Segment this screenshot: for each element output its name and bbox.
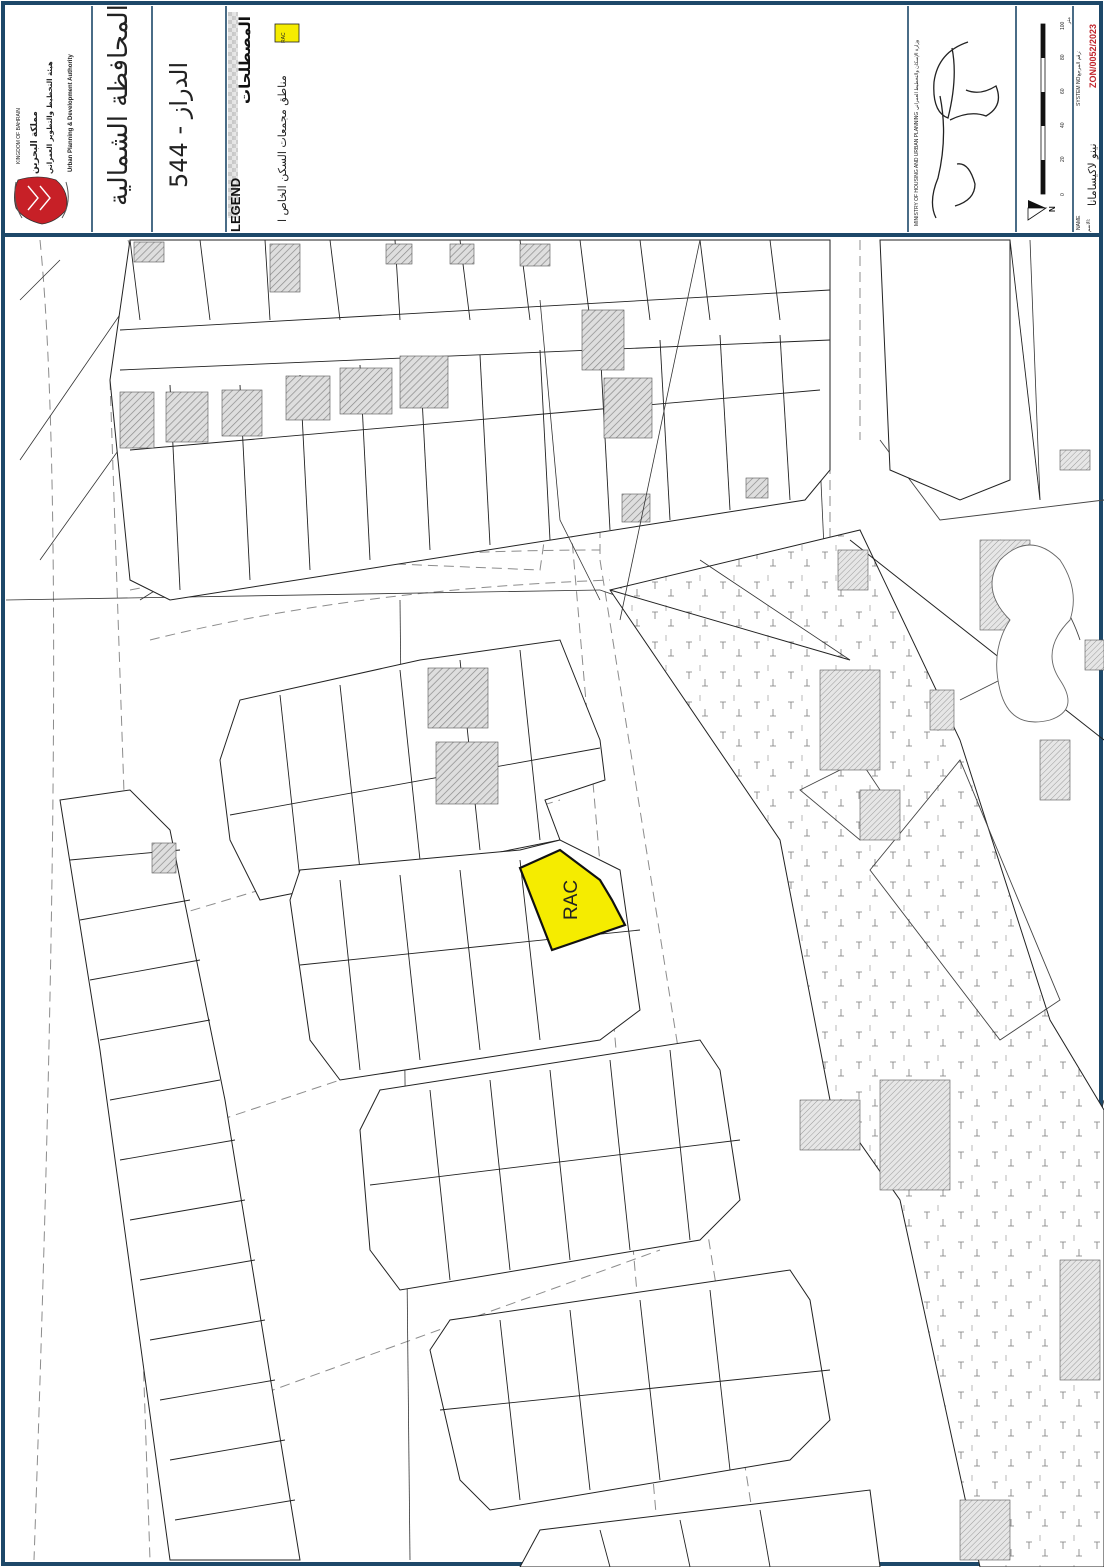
scale-tick-60: 60	[1060, 88, 1066, 94]
scale-tick-80: 80	[1060, 54, 1066, 60]
map-area	[5, 239, 1104, 1567]
north-arrow-icon	[1027, 200, 1048, 221]
scale-tick-0: 0	[1060, 193, 1066, 196]
rac-parcel-label: RAC	[561, 879, 582, 920]
bahrain-emblem-icon	[14, 176, 69, 225]
legend-heading-en: LEGEND	[228, 177, 243, 232]
reference-number: ZON/0052/2023	[1088, 23, 1098, 88]
rac-parcel[interactable]	[518, 848, 627, 952]
name-label: الاسم:	[1086, 218, 1092, 232]
authority-line-2: مملكة البحرين	[30, 111, 40, 174]
north-label: N	[1048, 206, 1057, 212]
name-label-en: NAME	[1076, 215, 1082, 230]
authority-line-1: KINGDOM OF BAHRAIN	[16, 108, 22, 164]
legend-rac-swatch	[274, 23, 300, 43]
ministry-name-en: MINISTRY OF HOUSING AND URBAN PLANNING	[914, 111, 920, 226]
authority-line-3: هيئة التخطيط والتطوير العمراني	[46, 61, 54, 174]
title-block-grid	[91, 6, 1074, 232]
scale-unit: متر	[1066, 17, 1072, 24]
ministry-name-ar: وزارة الإسكان والتخطيط العمراني	[914, 39, 920, 110]
legend-heading-ar: المصطلحات	[236, 16, 254, 104]
authority-line-4: Urban Planning & Development Authority	[68, 54, 74, 172]
legend-item-label: مناطق مجمعات السكن الخاص ا	[276, 75, 289, 222]
governorate-title: المحافظة الشمالية	[104, 4, 134, 206]
signature-mark	[931, 41, 1000, 219]
ref-label: رقم المرجع:	[1076, 50, 1082, 76]
scale-tick-40: 40	[1060, 122, 1066, 128]
scale-tick-20: 20	[1060, 156, 1066, 162]
area-title: الدراز - 544	[165, 61, 193, 188]
legend-swatch-code: RAC	[281, 32, 287, 43]
scale-bar	[1040, 23, 1046, 195]
name-value: نينو لاكيسامانا	[1086, 143, 1099, 206]
system-label-en: SYSTEM NO:	[1076, 75, 1082, 106]
